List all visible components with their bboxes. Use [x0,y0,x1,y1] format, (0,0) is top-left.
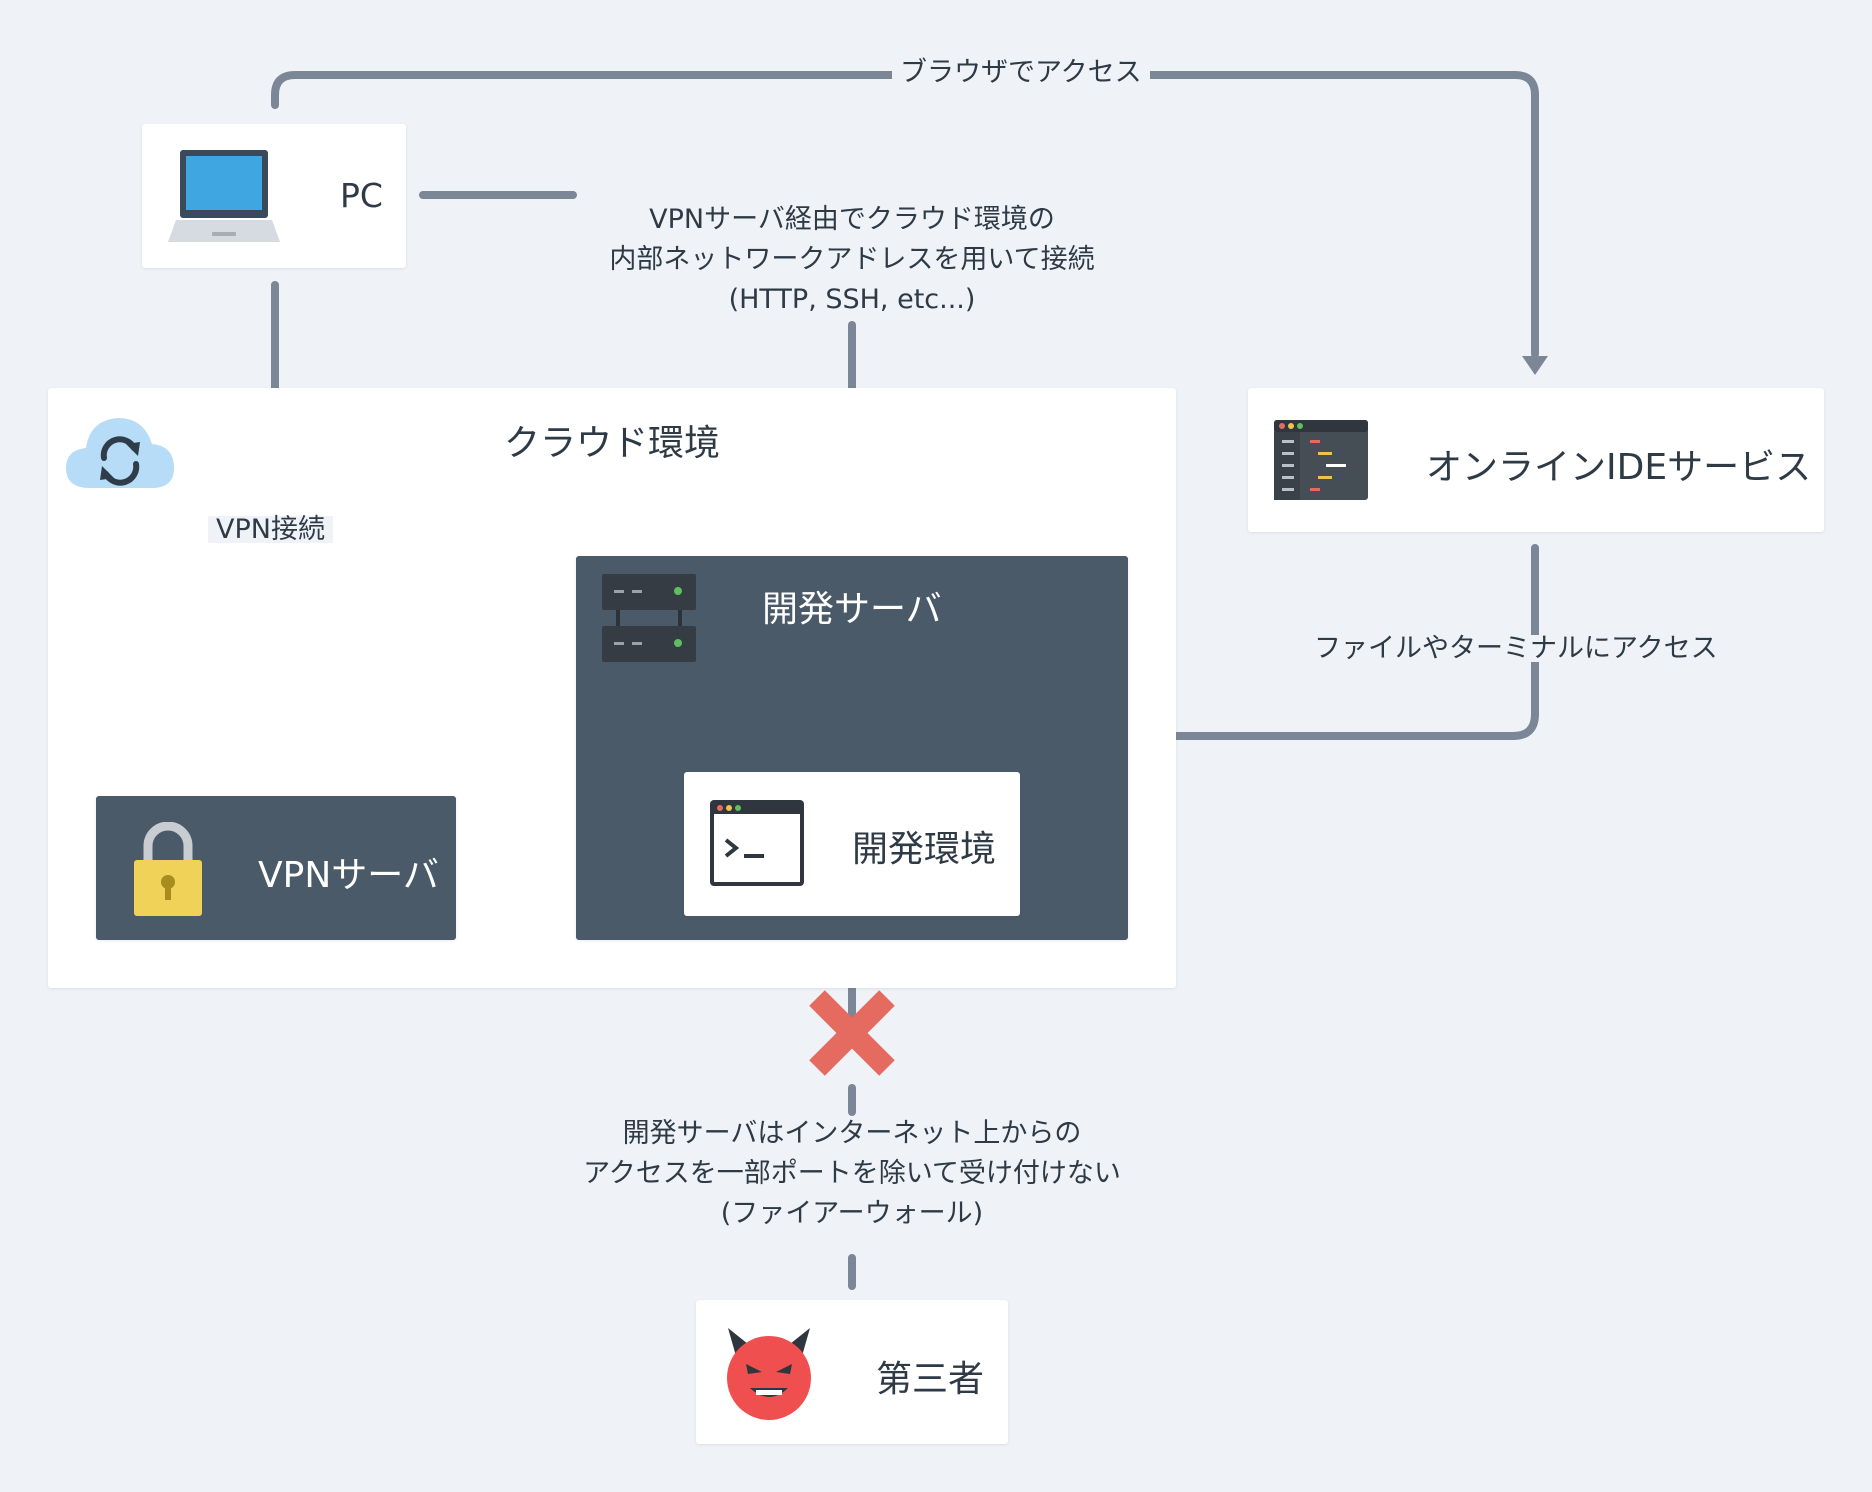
firewall-note-line: 開発サーバはインターネット上からの [622,1118,1082,1149]
browser-access-label: ブラウザでアクセス [892,59,1150,86]
code-editor-icon [1274,420,1368,500]
online-ide-label: オンラインIDEサービス [1426,447,1812,488]
internal-access-line: 内部ネットワークアドレスを用いて接続 [609,244,1095,275]
internal-access-line: VPNサーバ経由でクラウド環境の [649,204,1055,235]
internal-access-label: VPNサーバ経由でクラウド環境の 内部ネットワークアドレスを用いて接続 (HTT… [532,200,1172,320]
third-party-label: 第三者 [876,1359,985,1400]
firewall-note-label: 開発サーバはインターネット上からの アクセスを一部ポートを除いて受け付けない (… [492,1114,1212,1234]
firewall-note-line: (ファイアーウォール) [720,1198,984,1229]
vpn-server-label: VPNサーバ [258,855,439,896]
pc-node: PC [142,124,406,268]
third-party-node: 第三者 [696,1300,1008,1444]
dev-server-node: 開発サーバ 開発環境 [576,556,1128,940]
laptop-icon [168,150,280,242]
vpn-connect-label: VPN接続 [208,516,333,543]
server-rack-icon [602,574,696,662]
vpn-server-node: VPNサーバ [96,796,456,940]
dev-environment-label: 開発環境 [852,829,997,870]
x-mark-icon [809,990,895,1076]
terminal-icon [710,800,804,886]
edge-file-terminal-access [1148,544,1539,740]
cloud-sync-icon [66,418,174,488]
arrowhead [1522,356,1548,375]
online-ide-node: オンラインIDEサービス [1248,388,1824,532]
dev-environment-node: 開発環境 [684,772,1020,916]
dev-server-label: 開発サーバ [762,589,942,630]
padlock-icon [134,822,202,916]
pc-label: PC [340,176,383,215]
internal-access-line: (HTTP, SSH, etc...) [728,284,976,315]
firewall-note-line: アクセスを一部ポートを除いて受け付けない [583,1158,1121,1189]
file-terminal-access-label: ファイルやターミナルにアクセス [1306,635,1726,662]
devil-face-icon [727,1328,811,1420]
cloud-environment-title: クラウド環境 [504,423,721,464]
